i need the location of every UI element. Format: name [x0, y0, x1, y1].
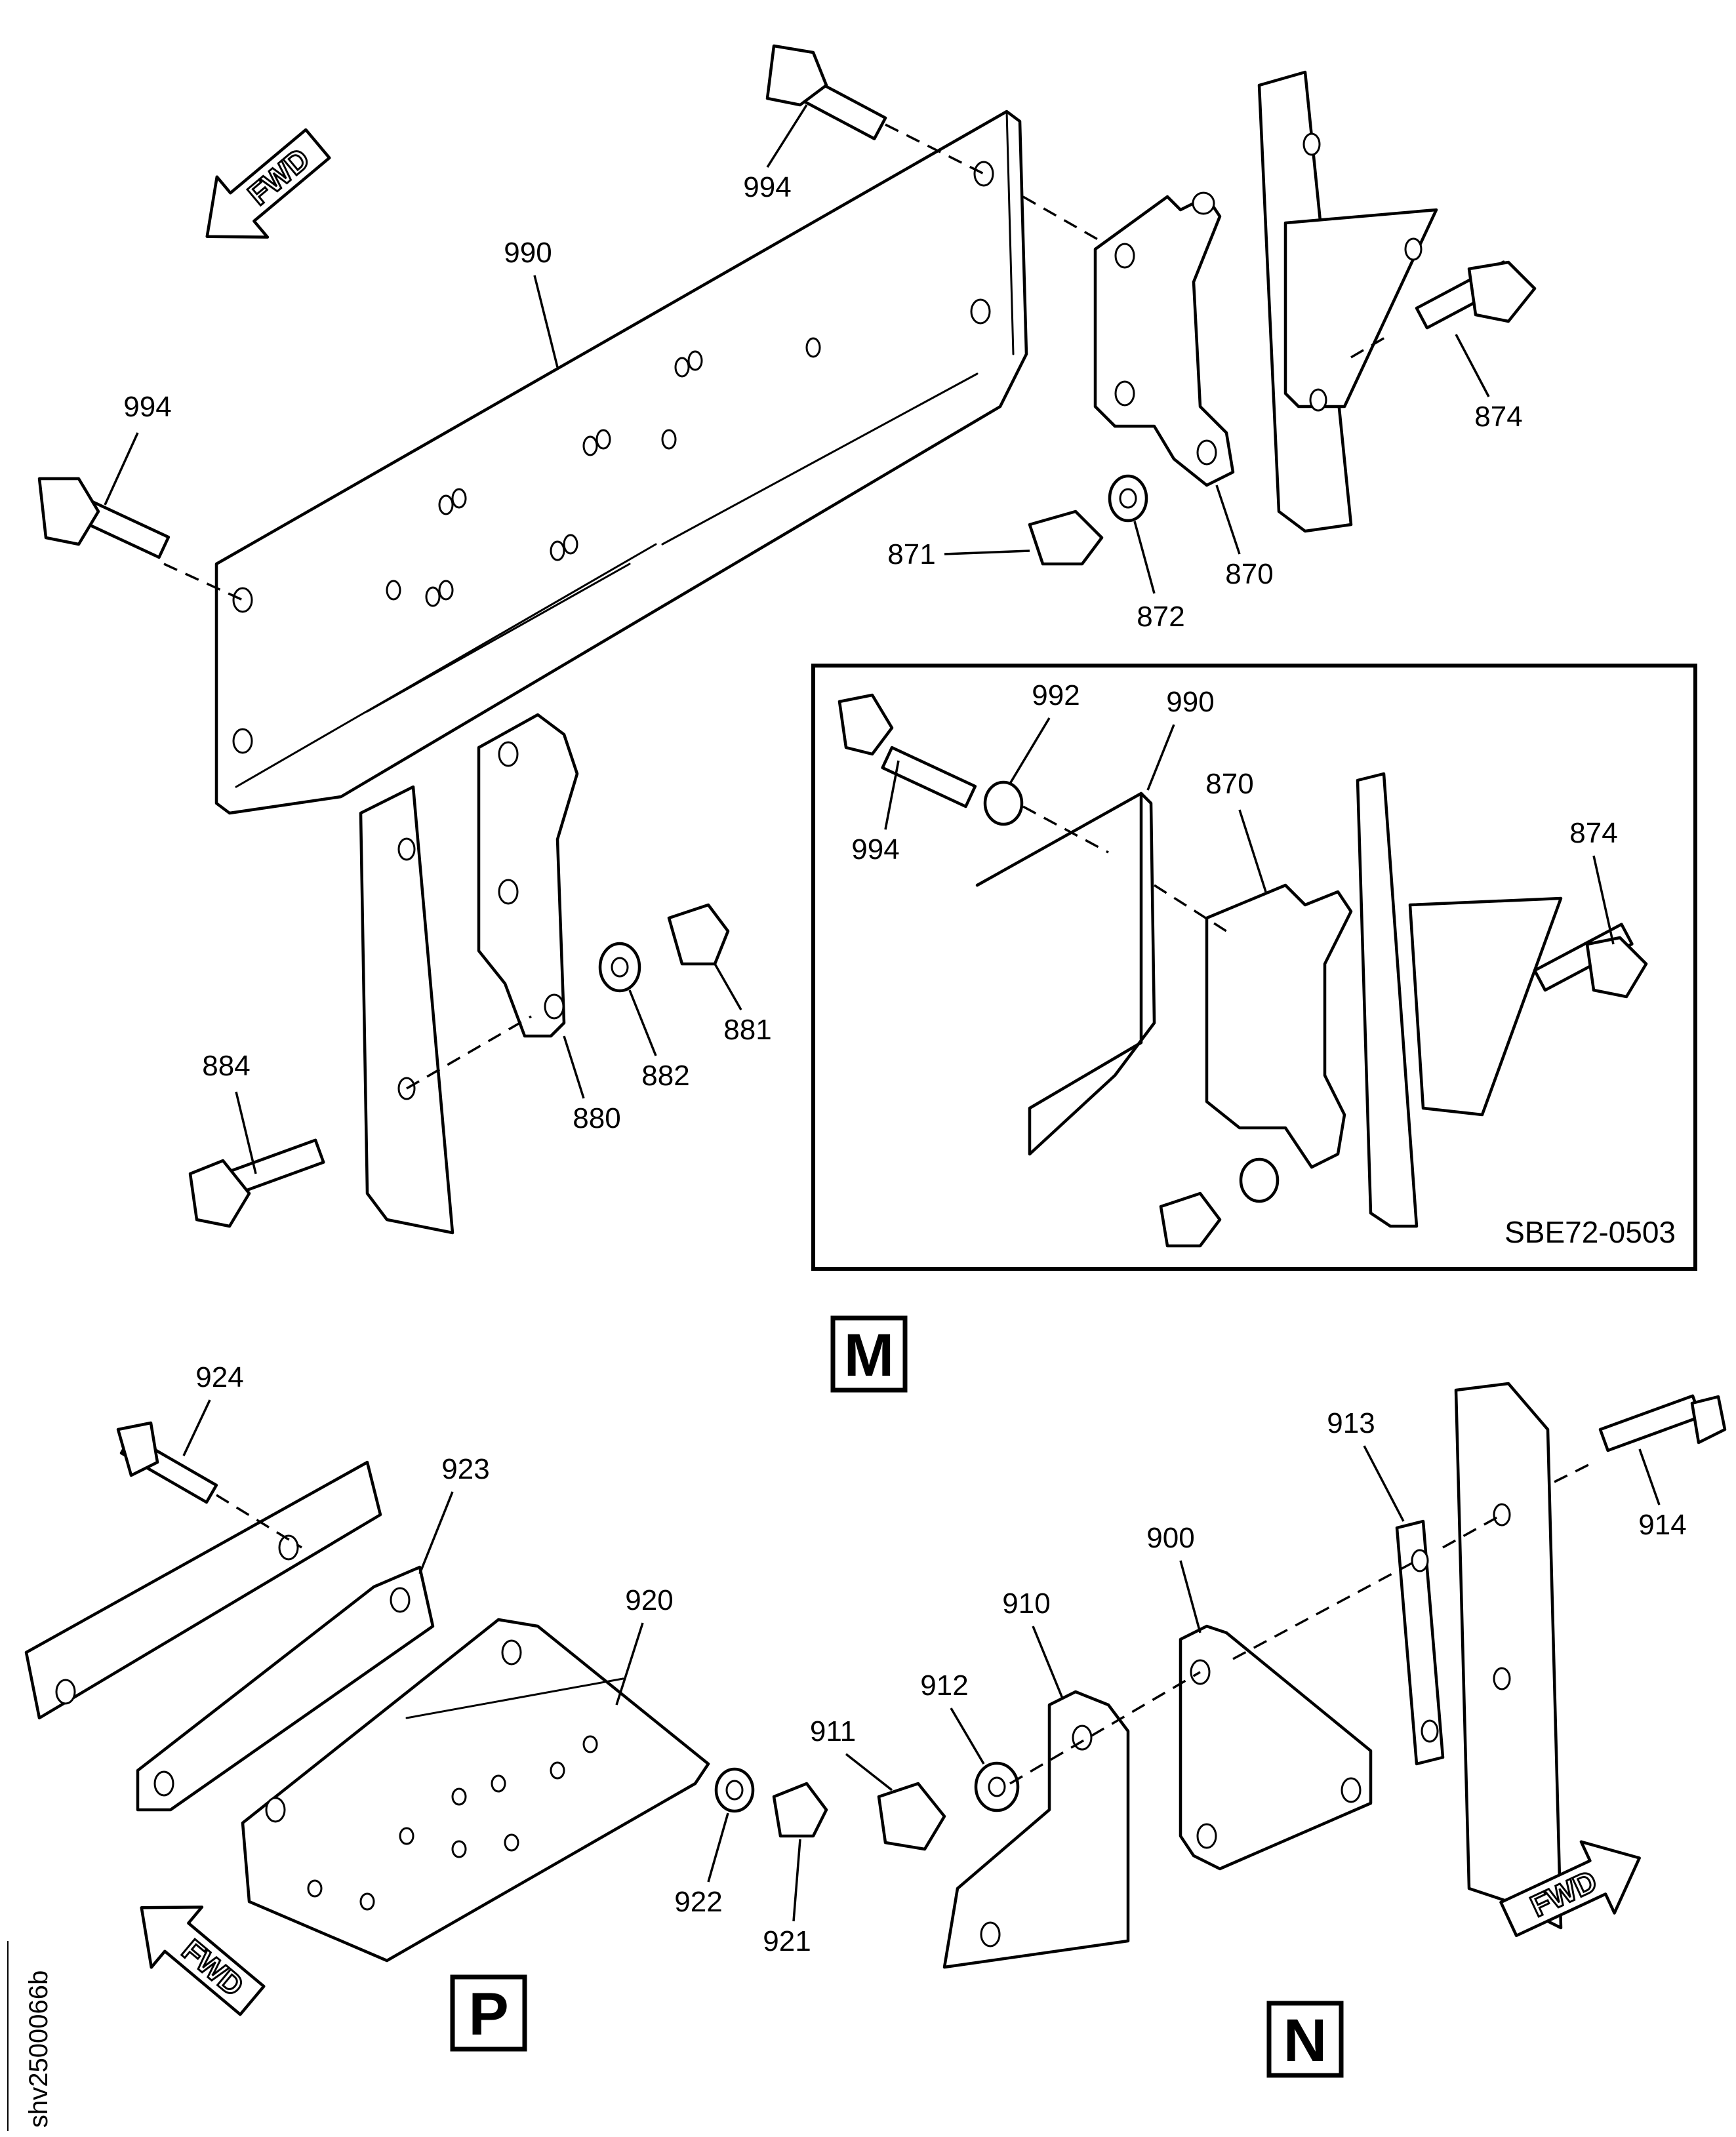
label-910: 910 — [1002, 1588, 1050, 1620]
inset-figure-code: SBE72-0503 — [1504, 1215, 1676, 1249]
label-870: 870 — [1225, 558, 1273, 590]
bolt-884 — [188, 1015, 532, 1228]
inset-label-870: 870 — [1205, 768, 1253, 800]
label-874: 874 — [1474, 401, 1522, 433]
fwd-arrow-icon: FWD — [205, 128, 331, 239]
sheet-id: shv2500066b — [24, 1970, 53, 2128]
panel-990 — [214, 110, 1028, 815]
bracket-880 — [477, 713, 579, 1038]
label-920: 920 — [625, 1584, 673, 1616]
bolt-924 — [116, 1421, 302, 1549]
label-880: 880 — [573, 1102, 620, 1134]
frame-rib-upper — [1257, 70, 1438, 533]
bolt-994-left — [37, 477, 243, 601]
inset-label-990: 990 — [1166, 686, 1214, 718]
bracket-870 — [1093, 191, 1235, 487]
label-912: 912 — [920, 1669, 968, 1702]
washer-872 — [1108, 474, 1148, 523]
skin-curve-lower-left — [24, 1460, 382, 1720]
label-911: 911 — [810, 1715, 856, 1748]
label-882: 882 — [641, 1060, 689, 1092]
nut-881 — [667, 903, 730, 966]
svg-text:N: N — [1283, 2007, 1327, 2074]
label-871: 871 — [887, 538, 935, 570]
label-872: 872 — [1137, 601, 1184, 633]
nut-921 — [772, 1782, 828, 1838]
dashed-line-n — [1009, 1513, 1503, 1785]
callout-labels: 994 990 994 874 871 872 870 884 880 882 … — [104, 104, 1687, 1957]
washer-882 — [598, 942, 641, 993]
label-922: 922 — [674, 1886, 722, 1918]
nut-871 — [1028, 509, 1104, 566]
label-923: 923 — [441, 1453, 489, 1485]
label-990: 990 — [504, 237, 552, 269]
frame-rib-lower — [359, 785, 454, 1235]
bolt-994-top — [765, 44, 1116, 250]
label-881: 881 — [723, 1014, 771, 1046]
bracket-900 — [1179, 1624, 1373, 1871]
bracket-920 — [241, 1618, 710, 1963]
label-994-left: 994 — [123, 391, 171, 423]
nut-911 — [877, 1782, 946, 1851]
label-913: 913 — [1327, 1407, 1375, 1439]
bolt-874 — [1350, 260, 1537, 359]
view-letter-n: N — [1266, 2001, 1344, 2078]
inset-label-994: 994 — [851, 833, 899, 866]
inset-label-874: 874 — [1569, 817, 1617, 849]
washer-912 — [974, 1761, 1020, 1812]
washer-922 — [714, 1767, 755, 1813]
label-921: 921 — [763, 1925, 811, 1957]
label-900: 900 — [1146, 1522, 1194, 1554]
strap-913 — [1395, 1519, 1445, 1766]
view-letter-m: M — [830, 1315, 908, 1393]
label-884: 884 — [202, 1050, 250, 1082]
label-914: 914 — [1638, 1509, 1686, 1541]
panel-hole-pattern — [386, 337, 821, 607]
svg-text:M: M — [844, 1322, 895, 1389]
label-994-top: 994 — [743, 171, 791, 203]
view-letter-p: P — [450, 1974, 527, 2052]
svg-text:P: P — [468, 1981, 508, 2048]
inset-detail-box — [811, 664, 1697, 1271]
doubler-923 — [136, 1565, 435, 1812]
frame-rib-right-lower — [1454, 1382, 1563, 1930]
bolt-914 — [1554, 1394, 1727, 1483]
angle-910 — [942, 1690, 1130, 1969]
label-924: 924 — [195, 1361, 243, 1393]
inset-label-992: 992 — [1032, 679, 1080, 711]
bracket-920-hole-pattern — [307, 1735, 598, 1911]
